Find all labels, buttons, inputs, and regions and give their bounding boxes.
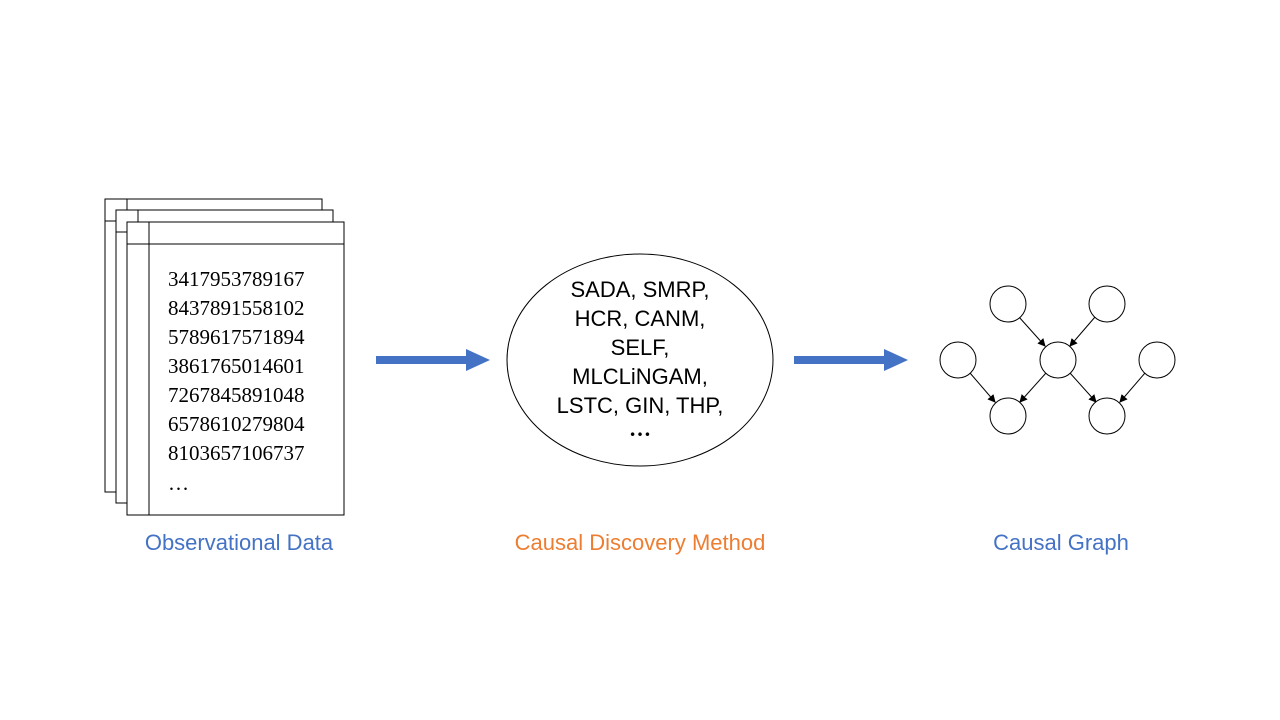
method-line: MLCLiNGAM, <box>572 364 708 389</box>
causal-graph-caption: Causal Graph <box>993 530 1129 555</box>
graph-edge <box>1069 316 1096 347</box>
flow-arrow-method-to-graph <box>794 349 908 371</box>
causal-discovery-method-caption: Causal Discovery Method <box>514 530 766 555</box>
data-row: 5789617571894 <box>168 325 305 349</box>
data-row: 3417953789167 <box>168 267 305 291</box>
graph-node <box>1088 397 1126 435</box>
method-line: SELF, <box>611 335 670 360</box>
graph-node <box>1039 341 1077 379</box>
graph-edge <box>1069 372 1097 403</box>
data-rows: 3417953789167 8437891558102 578961757189… <box>168 267 305 495</box>
method-ellipsis: … <box>629 416 651 441</box>
method-ellipse-group: SADA, SMRP, HCR, CANM, SELF, MLCLiNGAM, … <box>506 253 774 467</box>
data-row: 8103657106737 <box>168 441 305 465</box>
graph-node <box>1138 341 1176 379</box>
graph-node <box>1088 285 1126 323</box>
method-line: LSTC, GIN, THP, <box>557 393 724 418</box>
graph-edge <box>1119 372 1146 403</box>
observational-data-caption: Observational Data <box>144 530 334 555</box>
data-row: 7267845891048 <box>168 383 305 407</box>
graph-node <box>939 341 977 379</box>
method-ellipse <box>506 253 774 467</box>
graph-node <box>989 285 1027 323</box>
causal-graph-nodes <box>939 285 1176 435</box>
graph-edge <box>969 372 996 403</box>
causal-graph <box>939 285 1176 435</box>
data-row: 6578610279804 <box>168 412 305 436</box>
data-ellipsis: … <box>168 471 189 495</box>
data-row: 8437891558102 <box>168 296 305 320</box>
graph-edge <box>1018 316 1046 347</box>
data-row: 3861765014601 <box>168 354 305 378</box>
method-line: SADA, SMRP, <box>571 277 710 302</box>
method-line: HCR, CANM, <box>575 306 706 331</box>
graph-edge <box>1019 372 1047 403</box>
data-sheet-stack: 3417953789167 8437891558102 578961757189… <box>104 198 345 516</box>
causal-graph-edges <box>969 316 1146 403</box>
data-sheet-front <box>126 221 345 516</box>
graph-node <box>989 397 1027 435</box>
flow-arrow-data-to-method <box>376 349 490 371</box>
